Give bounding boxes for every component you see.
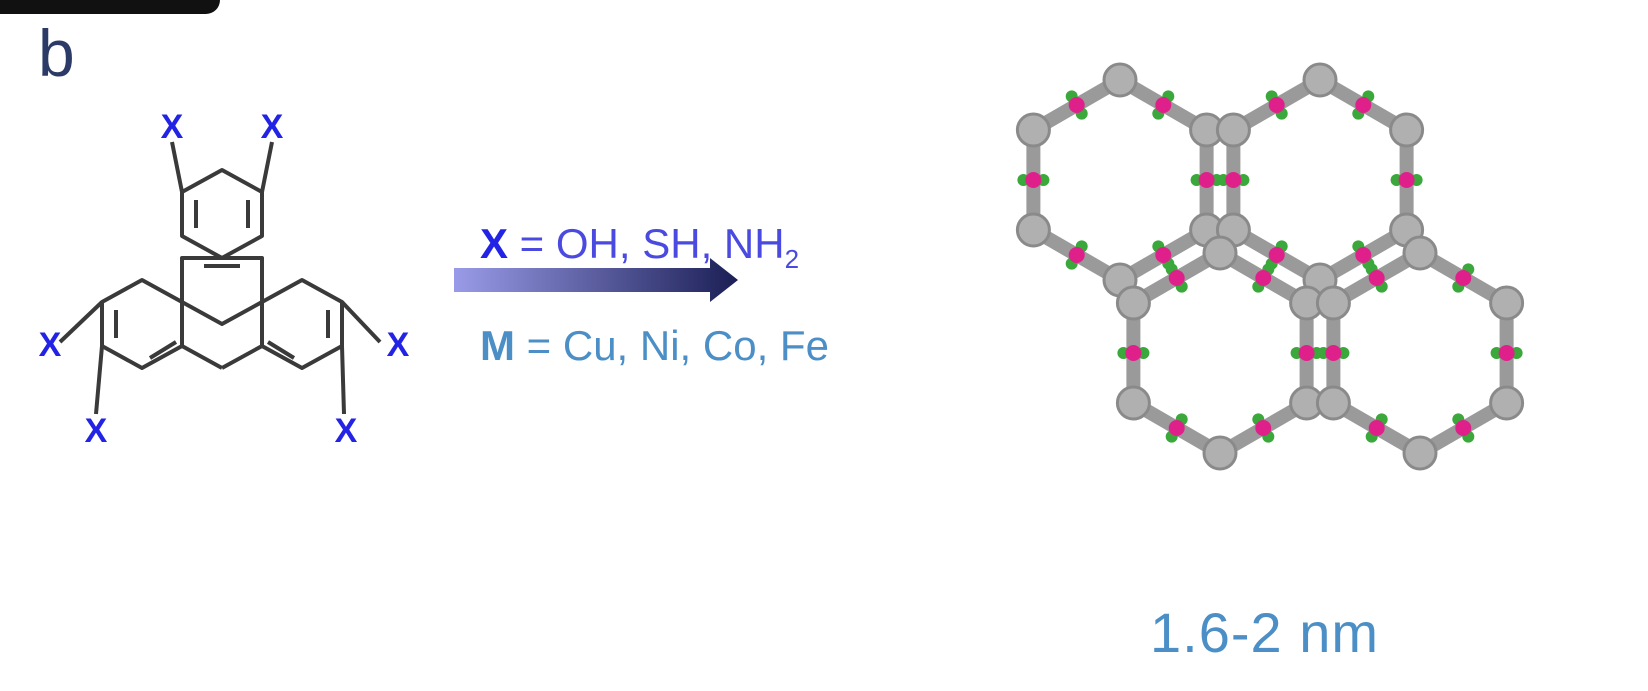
substituent-x-4: X [85, 412, 108, 450]
pore-size-label: 1.6-2 nm [1150, 601, 1379, 664]
substituent-x-5: X [387, 326, 410, 364]
metal-options: M = Cu, Ni, Co, Fe [480, 322, 829, 369]
substituent-options: X = OH, SH, NH2 [480, 220, 799, 274]
triphenylene-core [1489, 385, 1525, 421]
metal-node [1368, 420, 1385, 436]
triphenylene-core [1489, 285, 1525, 321]
triphenylene-core [1115, 285, 1151, 321]
metal-node [1255, 420, 1272, 436]
metal-node [1255, 270, 1272, 286]
metal-node [1155, 97, 1172, 113]
metal-node [1355, 247, 1372, 263]
triphenylene-core [1389, 112, 1425, 148]
triphenylene-core [1315, 285, 1351, 321]
metal-node [1398, 172, 1415, 188]
metal-node [1455, 420, 1472, 436]
triphenylene-core [1315, 385, 1351, 421]
metal-node [1498, 345, 1515, 361]
substituent-x-6: X [335, 412, 358, 450]
reaction-conditions: X = OH, SH, NH2 M = Cu, Ni, Co, Fe [454, 220, 829, 369]
triphenylene-core [1102, 62, 1138, 98]
triphenylene-core [1115, 385, 1151, 421]
triphenylene-core [1215, 112, 1251, 148]
metal-node [1225, 172, 1242, 188]
triphenylene-core [1302, 62, 1338, 98]
triphenylene-core [1402, 435, 1438, 471]
cropped-heading-fragment [0, 0, 220, 14]
substituent-x-1: X [161, 108, 184, 146]
metal-node [1355, 97, 1372, 113]
triphenylene-core [1402, 235, 1438, 271]
metal-node [1068, 97, 1085, 113]
metal-node [1325, 345, 1342, 361]
triphenylene-core [1202, 435, 1238, 471]
reaction-arrow [454, 258, 738, 302]
metal-node [1298, 345, 1315, 361]
triphenylene-core [1015, 212, 1051, 248]
triphenylene-structure: X X X X X X [39, 108, 410, 450]
substituent-x-3: X [39, 326, 62, 364]
ring-center [180, 256, 264, 326]
metal-node [1068, 247, 1085, 263]
metal-node [1125, 345, 1142, 361]
metal-node [1368, 270, 1385, 286]
metal-node [1168, 420, 1185, 436]
honeycomb-framework [1015, 62, 1525, 471]
metal-node [1155, 247, 1172, 263]
metal-node [1268, 247, 1285, 263]
metal-node [1025, 172, 1042, 188]
metal-node [1168, 270, 1185, 286]
panel-label: b [38, 16, 75, 90]
metal-node [1455, 270, 1472, 286]
metal-node [1268, 97, 1285, 113]
triphenylene-core [1015, 112, 1051, 148]
triphenylene-core [1202, 235, 1238, 271]
substituent-x-2: X [261, 108, 284, 146]
metal-node [1198, 172, 1215, 188]
